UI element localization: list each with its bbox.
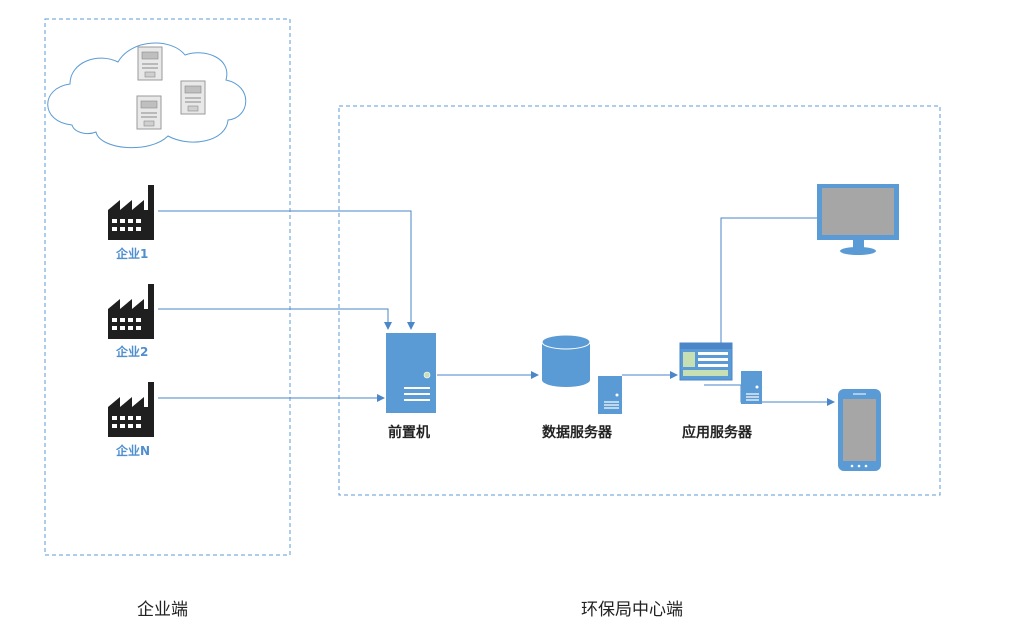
enterprise-label-1: 企业1 [116,247,149,261]
enterprise-label-n: 企业N [116,444,151,458]
enterprise-zone-label: 企业端 [137,600,188,620]
factory-icon [108,382,154,437]
front-server-icon [386,333,436,413]
app-server-label: 应用服务器 [682,425,752,441]
app-server-icon [741,371,762,404]
connector-app-mobile [704,384,835,406]
data-server-icon [598,376,622,414]
center-zone-label: 环保局中心端 [581,600,683,620]
front-server-label: 前置机 [388,425,430,441]
center-zone-box [338,105,941,496]
factory-icon [108,284,154,339]
data-server-label: 数据服务器 [542,425,612,441]
meter-icon [137,46,163,81]
enterprise-zone-box [44,18,291,556]
meter-icon [136,95,162,130]
monitor-icon [817,184,899,255]
database-icon [541,334,591,387]
connector-enterprise2-front [158,308,392,330]
factory-icon [108,185,154,240]
cloud-shape [47,42,247,149]
app-window-icon [679,342,733,381]
connector-app-monitor [720,214,863,343]
connector-enterprise1-front [158,210,415,330]
meter-icon [180,80,206,115]
enterprise-label-2: 企业2 [116,345,149,359]
mobile-phone-icon [838,389,881,471]
